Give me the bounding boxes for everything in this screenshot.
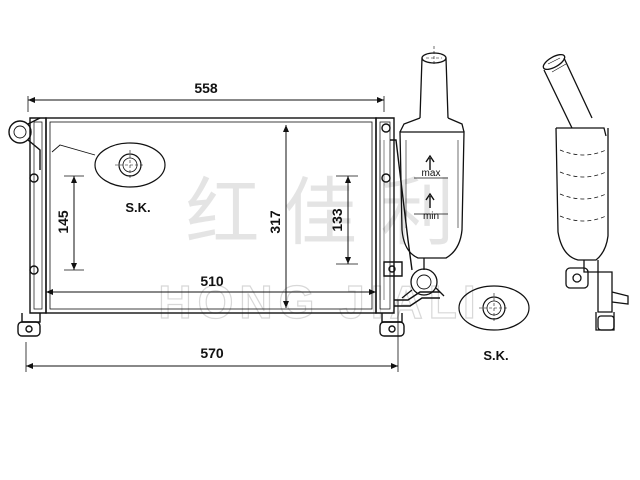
mount-bolt-left-lower [29,265,39,275]
sk-detail-tank [458,285,530,331]
radiator-front-view [8,117,440,337]
expansion-tank-front [399,46,465,299]
sk-label-tank: S.K. [483,348,508,363]
watermark: 红 佳 利 HONG JIALI [158,170,481,329]
sk-detail-radiator [51,142,166,188]
dim-label-558: 558 [194,80,218,96]
mount-bolt-right-top [381,123,391,133]
dim-label-133: 133 [329,208,345,232]
watermark-chinese: 红 佳 利 [185,170,454,256]
left-tank [29,117,47,314]
mount-bolt-left-upper [29,173,39,183]
side-tank-body [555,127,609,261]
max-label: max [422,168,441,179]
dim-133 [336,175,358,265]
dim-label-145: 145 [55,210,71,234]
dim-label-510: 510 [200,273,224,289]
dim-145 [64,175,84,271]
mount-bolt-right-upper [381,173,391,183]
dim-570 [25,300,399,372]
left-outlet-pipe [8,117,41,170]
right-tank [375,117,395,314]
dim-558 [27,96,385,112]
dim-label-317: 317 [267,210,283,234]
min-label: min [423,211,439,222]
tank-body [399,131,465,259]
sk-label-radiator: S.K. [125,200,150,215]
right-foot [379,313,405,337]
dim-label-570: 570 [200,345,224,361]
expansion-tank-side [542,53,629,331]
left-foot [17,313,41,337]
watermark-english: HONG JIALI [158,276,481,328]
